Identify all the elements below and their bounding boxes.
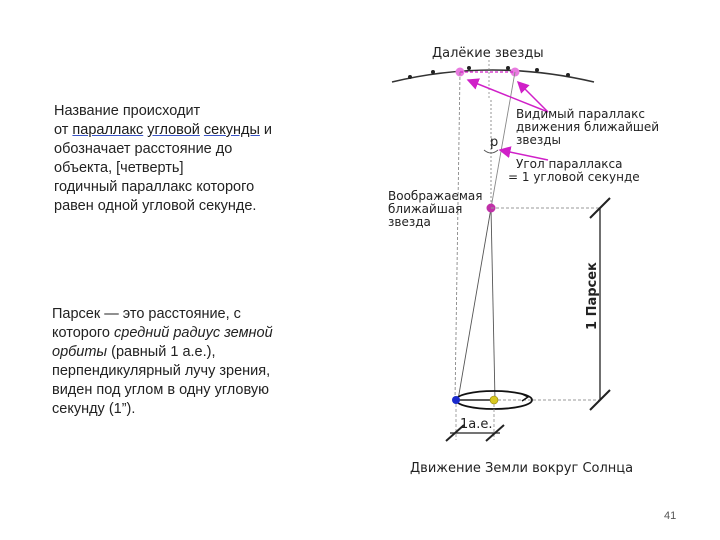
arrow-visible-parallax-2	[516, 80, 549, 113]
earth	[452, 396, 460, 404]
parallax-angle-label: Угол параллакса = 1 угловой секунде	[508, 157, 640, 184]
intro-line-5: годичный параллакс которого	[54, 179, 255, 195]
link-parallax[interactable]: параллакс	[72, 122, 144, 138]
link-angular[interactable]: угловой	[147, 122, 200, 138]
far-stars-label: Далёкие звезды	[432, 46, 544, 61]
def-line-5: виден под углом в одну угловую	[52, 382, 269, 398]
def-line-2: которого средний радиус земной	[52, 325, 273, 341]
far-stars-arc	[391, 69, 595, 83]
intro-line-6: равен одной угловой секунде.	[54, 198, 257, 214]
au-label: 1а.е.	[460, 417, 493, 432]
intro-text-block: Название происходит от параллакс угловой…	[54, 102, 324, 216]
parsec-tick-top	[589, 197, 611, 219]
arrow-visible-parallax-1	[466, 78, 549, 113]
intro-line-1: Название происходит	[54, 103, 201, 119]
far-stars-dots	[408, 66, 570, 79]
visible-parallax-label: Видимый параллакс движения ближайшей зве…	[516, 107, 663, 147]
sightline-right-upper	[490, 71, 516, 209]
earth-motion-caption: Движение Земли вокруг Солнца	[410, 461, 633, 476]
definition-text-block: Парсек — это расстояние, с которого сред…	[52, 305, 317, 419]
def-line-6: секунду (1”).	[52, 401, 136, 417]
link-second[interactable]: секунды	[203, 122, 260, 138]
sightline-left	[454, 71, 461, 401]
intro-line-4: объекта, [четверть]	[54, 160, 184, 176]
def-line-4: перпендикулярный лучу зрения,	[52, 363, 271, 379]
intro-line-3: обозначает расстояние до	[54, 141, 233, 157]
parsec-label: 1 Парсек	[585, 262, 600, 330]
intro-line-2: от параллакс угловой секунды и	[54, 122, 273, 138]
sun	[489, 395, 499, 405]
arrow-parallax-angle	[498, 146, 549, 161]
imaginary-star-label: Воображаемая ближайшая звезда	[388, 189, 486, 229]
def-line-3: орбиты (равный 1 а.е.),	[52, 344, 216, 360]
page-number: 41	[664, 510, 677, 522]
parsec-tick-bottom	[589, 389, 611, 411]
def-line-1: Парсек — это расстояние, с	[52, 306, 241, 322]
p-symbol: p	[490, 135, 498, 150]
